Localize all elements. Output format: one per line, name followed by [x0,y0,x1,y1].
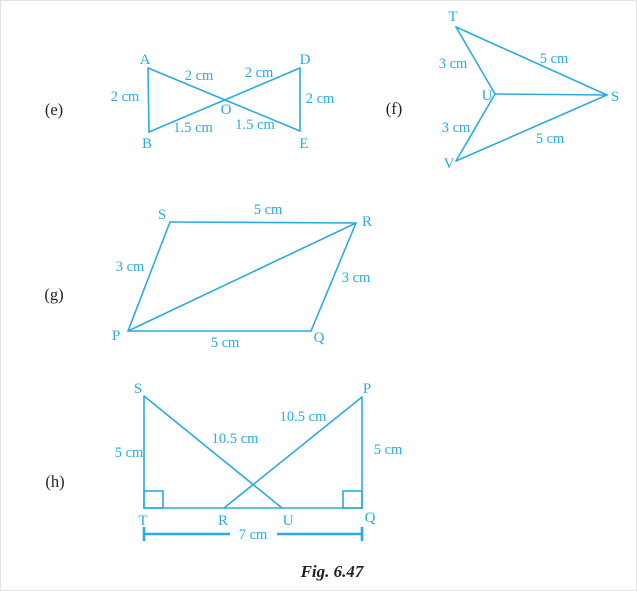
fig-f-vertex-S: S [611,89,619,105]
fig-h-vertex-T: T [138,513,147,529]
fig-g-vertex-R: R [362,214,372,230]
fig-f-side-UV [455,93,496,162]
subfigure-e: A B D E O 2 cm 2 cm 2 cm 2 cm 1.5 cm 1.5… [45,52,335,152]
fig-h-dim-ST: 5 cm [115,445,144,461]
fig-f-side-VS [455,94,608,162]
fig-e-dim-OE: 1.5 cm [235,117,275,133]
subfigure-g-label: (g) [44,285,63,304]
subfigure-h-label: (h) [45,472,64,491]
fig-h-diagonal-SU [143,395,283,509]
fig-g-side-RQ [310,222,357,332]
fig-h-vertex-U: U [283,513,294,529]
fig-h-right-angle-T [143,490,164,509]
subfigure-h: S P T R U Q 5 cm 5 cm 10.5 cm 10.5 cm 7 … [45,381,403,543]
fig-f-dim-UV: 3 cm [442,120,471,136]
fig-h-vertex-R: R [218,513,228,529]
subfigure-g: S R P Q 5 cm 3 cm 3 cm 5 cm (g) [44,202,372,351]
fig-g-diagonal-PR [127,222,357,332]
fig-e-side-AB [147,67,150,133]
fig-e-vertex-B: B [142,136,152,152]
fig-h-dim-PR: 10.5 cm [280,409,327,425]
fig-e-vertex-A: A [140,52,151,68]
fig-e-vertex-O: O [221,102,232,118]
fig-e-vertex-E: E [299,136,308,152]
fig-f-side-TU [455,26,496,95]
fig-f-dim-TS: 5 cm [540,51,569,67]
subfigure-f-label: (f) [386,99,402,118]
fig-g-dim-SR: 5 cm [254,202,283,218]
fig-f-vertex-V: V [444,156,455,172]
fig-f-segment-US [494,93,608,96]
fig-f-vertex-U: U [482,88,493,104]
fig-g-vertex-Q: Q [314,330,325,346]
fig-g-dim-RQ: 3 cm [342,270,371,286]
fig-g-dim-PQ: 5 cm [211,335,240,351]
fig-e-dim-BO: 1.5 cm [173,120,213,136]
fig-e-vertex-D: D [300,52,311,68]
fig-e-dim-OD: 2 cm [245,65,274,81]
fig-g-side-PS [127,221,171,332]
fig-e-dim-AO: 2 cm [185,68,214,84]
fig-g-vertex-P: P [112,328,120,344]
fig-e-dim-DE: 2 cm [306,91,335,107]
fig-h-diagonal-PR [223,396,363,509]
fig-f-dim-TU: 3 cm [439,56,468,72]
figure-caption: Fig. 6.47 [300,562,365,581]
fig-h-vertex-P: P [363,381,371,397]
fig-h-vertex-Q: Q [365,510,376,526]
subfigure-e-label: (e) [45,100,63,119]
fig-g-side-SR [169,221,357,224]
fig-h-dim-SU: 10.5 cm [212,431,259,447]
fig-e-diagonal-BD [148,67,301,133]
fig-h-right-angle-Q [342,490,363,509]
fig-g-dim-SP: 3 cm [116,259,145,275]
fig-h-dim-TQ: 7 cm [239,527,268,543]
fig-f-vertex-T: T [448,9,457,25]
fig-f-side-TS [455,26,608,96]
fig-h-vertex-S: S [134,381,142,397]
fig-h-dim-PQ: 5 cm [374,442,403,458]
fig-e-dim-AB: 2 cm [111,89,140,105]
fig-f-dim-VS: 5 cm [536,131,565,147]
fig-g-vertex-S: S [158,207,166,223]
subfigure-f: T U S V 3 cm 5 cm 3 cm 5 cm (f) [386,9,619,172]
